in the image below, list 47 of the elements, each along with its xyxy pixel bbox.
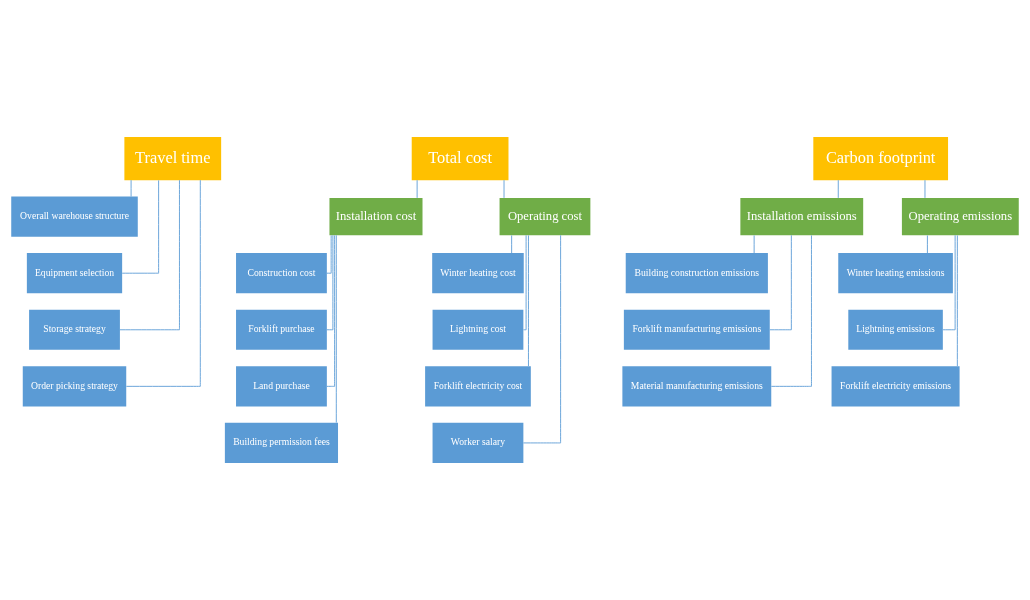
node-box: Forklift purchase — [236, 309, 327, 350]
node-box: Operating cost — [499, 198, 591, 236]
connector — [926, 235, 928, 254]
connector — [130, 179, 132, 197]
connector — [121, 179, 160, 274]
node-box: Material manufacturing emissions — [622, 366, 772, 407]
node-box: Lightning cost — [432, 309, 524, 350]
connector — [770, 235, 812, 387]
connector — [753, 235, 755, 254]
connector — [956, 235, 958, 367]
connector — [528, 235, 529, 367]
node-box: Travel time — [124, 137, 222, 181]
node-box: Winter heating cost — [432, 253, 524, 294]
node-box: Installation cost — [329, 198, 423, 236]
connector — [523, 234, 527, 331]
node-box: Forklift manufacturing emissions — [623, 309, 770, 350]
node-box: Total cost — [411, 137, 509, 181]
node-box: Operating emissions — [901, 198, 1019, 236]
connector — [125, 179, 201, 387]
node-box: Overall warehouse structure — [11, 196, 138, 237]
connector — [335, 234, 337, 423]
connector — [769, 234, 792, 331]
node-box: Equipment selection — [26, 253, 123, 294]
connector — [503, 179, 505, 199]
connector — [119, 179, 180, 331]
node-box: Carbon footprint — [813, 137, 949, 181]
connector — [326, 234, 334, 331]
node-box: Winter heating emissions — [838, 253, 953, 294]
node-box: Building construction emissions — [625, 253, 768, 294]
node-box: Land purchase — [236, 366, 327, 407]
node-box: Installation emissions — [740, 198, 864, 236]
node-box: Construction cost — [236, 253, 327, 294]
connector — [326, 235, 336, 387]
connector — [837, 179, 839, 199]
node-box: Order picking strategy — [22, 366, 127, 407]
node-box: Lightning emissions — [848, 309, 943, 350]
connector — [924, 179, 926, 199]
connector — [326, 235, 332, 274]
node-box: Storage strategy — [29, 309, 120, 350]
node-box: Worker salary — [432, 422, 524, 463]
connector — [522, 234, 562, 444]
node-box: Building permission fees — [224, 422, 338, 463]
connector — [511, 235, 513, 254]
connector — [942, 234, 956, 331]
node-box: Forklift electricity cost — [425, 366, 531, 407]
node-box: Forklift electricity emissions — [831, 366, 960, 407]
connector — [416, 179, 418, 199]
